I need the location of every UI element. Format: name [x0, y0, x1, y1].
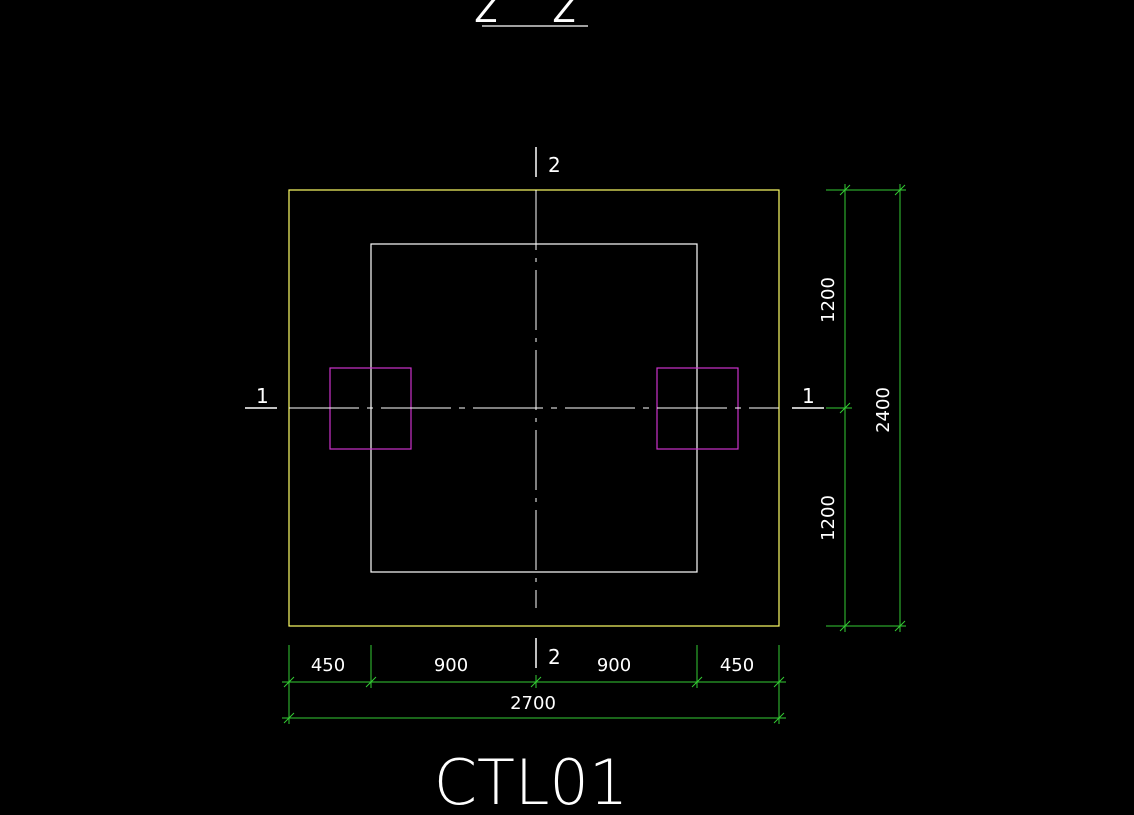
- section-1-left-label: 1: [256, 384, 269, 408]
- section-1-right-label: 1: [802, 384, 815, 408]
- dim-h-segment-3: 900: [597, 655, 631, 676]
- vertical-dimension-lines: [826, 184, 906, 632]
- horizontal-dimension-lines: [282, 645, 786, 724]
- section-2-bottom-label: 2: [548, 645, 561, 669]
- dim-v-total: 2400: [873, 387, 894, 433]
- section-2-top-label: 2: [548, 153, 561, 177]
- drawing-title: CTL01: [434, 746, 629, 815]
- dim-v-segment-1: 1200: [818, 277, 839, 323]
- dim-h-segment-4: 450: [720, 655, 754, 676]
- dim-h-segment-2: 900: [434, 655, 468, 676]
- dim-h-segment-1: 450: [311, 655, 345, 676]
- dim-v-segment-2: 1200: [818, 495, 839, 541]
- dim-h-total: 2700: [510, 693, 556, 714]
